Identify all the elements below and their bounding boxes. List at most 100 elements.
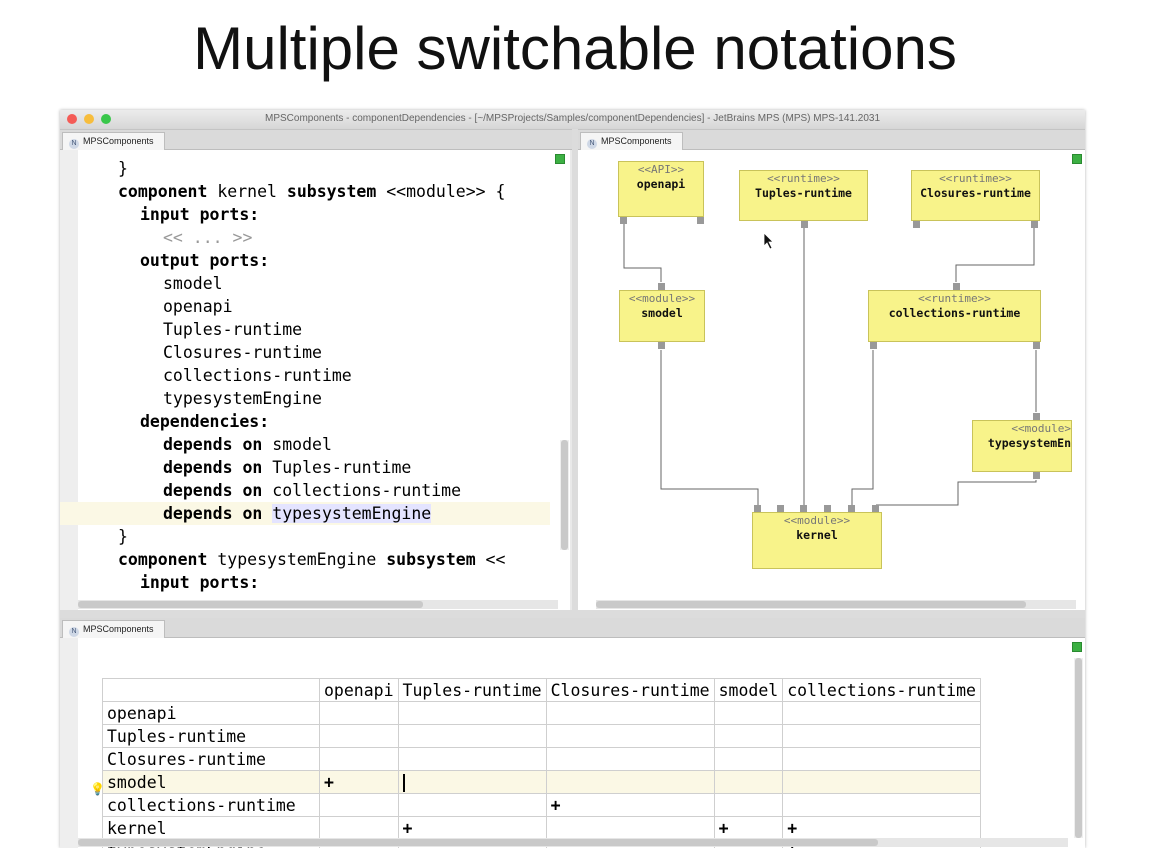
diagram-node-collections-runtime[interactable]: <<runtime>> collections-runtime bbox=[868, 290, 1041, 342]
matrix-cell[interactable] bbox=[319, 701, 399, 725]
editor-scrollbar-horizontal[interactable] bbox=[78, 600, 558, 609]
matrix-cell[interactable] bbox=[319, 816, 399, 840]
port[interactable] bbox=[658, 283, 665, 290]
diagram-node-typesystemengine[interactable]: <<module> typesystemEn bbox=[972, 420, 1072, 472]
matrix-header-row: openapi Tuples-runtime Closures-runtime … bbox=[102, 678, 981, 702]
port[interactable] bbox=[848, 505, 855, 512]
edge-smodel-kernel bbox=[660, 350, 759, 505]
port[interactable] bbox=[1033, 342, 1040, 349]
close-window-button[interactable] bbox=[67, 114, 77, 124]
matrix-col-header[interactable]: Closures-runtime bbox=[545, 678, 715, 702]
matrix-col-header[interactable]: collections-runtime bbox=[782, 678, 981, 702]
port[interactable] bbox=[1033, 472, 1040, 479]
port[interactable] bbox=[1031, 221, 1038, 228]
matrix-cell[interactable]: + bbox=[713, 816, 784, 840]
port[interactable] bbox=[913, 221, 920, 228]
status-ok-icon bbox=[1072, 154, 1082, 164]
diagram-node-tuples-runtime[interactable]: <<runtime>> Tuples-runtime bbox=[739, 170, 868, 221]
code-line: dependencies: bbox=[140, 412, 270, 431]
matrix-cell[interactable] bbox=[545, 816, 715, 840]
lightbulb-icon[interactable]: 💡 bbox=[90, 782, 105, 796]
diagram-scrollbar-horizontal[interactable] bbox=[596, 600, 1076, 609]
table-scrollbar-horizontal[interactable] bbox=[78, 838, 1068, 847]
code-line: } bbox=[118, 159, 128, 178]
matrix-cell[interactable] bbox=[713, 770, 784, 794]
zoom-window-button[interactable] bbox=[101, 114, 111, 124]
port[interactable] bbox=[697, 217, 704, 224]
diagram-node-openapi[interactable]: <<API>> openapi bbox=[618, 161, 704, 217]
port[interactable] bbox=[953, 283, 960, 290]
minimize-window-button[interactable] bbox=[84, 114, 94, 124]
matrix-cell[interactable] bbox=[397, 724, 547, 748]
matrix-cell[interactable] bbox=[782, 793, 981, 817]
matrix-cell[interactable] bbox=[397, 701, 547, 725]
code-line: collections-runtime bbox=[163, 366, 352, 385]
model-icon: N bbox=[587, 139, 597, 149]
matrix-cell[interactable]: + bbox=[397, 816, 547, 840]
code-line: << ... >> bbox=[163, 228, 253, 247]
port[interactable] bbox=[1033, 413, 1040, 420]
matrix-row-header[interactable]: kernel bbox=[102, 816, 320, 840]
matrix-cell[interactable] bbox=[713, 747, 784, 771]
model-icon: N bbox=[69, 627, 79, 637]
matrix-row-header[interactable]: Tuples-runtime bbox=[102, 724, 320, 748]
code-line: input ports: bbox=[140, 205, 260, 224]
port[interactable] bbox=[620, 217, 627, 224]
mouse-cursor-icon bbox=[763, 232, 774, 250]
matrix-col-header[interactable]: smodel bbox=[713, 678, 784, 702]
port[interactable] bbox=[824, 505, 831, 512]
code-line: } bbox=[118, 527, 128, 546]
matrix-cell[interactable] bbox=[397, 747, 547, 771]
matrix-cell[interactable] bbox=[397, 793, 547, 817]
table-editor-pane[interactable]: 💡 openapi Tuples-runtime Closures-runtim… bbox=[60, 638, 1085, 848]
port[interactable] bbox=[801, 221, 808, 228]
matrix-cell[interactable] bbox=[713, 724, 784, 748]
matrix-cell[interactable] bbox=[713, 701, 784, 725]
diagram-node-closures-runtime[interactable]: <<runtime>> Closures-runtime bbox=[911, 170, 1040, 221]
matrix-cell[interactable] bbox=[782, 747, 981, 771]
diagram-node-kernel[interactable]: <<module>> kernel bbox=[752, 512, 882, 569]
matrix-cell-selected[interactable] bbox=[397, 770, 547, 794]
matrix-cell[interactable] bbox=[545, 770, 715, 794]
matrix-cell[interactable] bbox=[545, 747, 715, 771]
diagram-node-smodel[interactable]: <<module>> smodel bbox=[619, 290, 705, 342]
matrix-cell[interactable] bbox=[713, 793, 784, 817]
matrix-cell[interactable] bbox=[782, 770, 981, 794]
port[interactable] bbox=[872, 505, 879, 512]
diagram-pane[interactable]: <<API>> openapi <<runtime>> Tuples-runti… bbox=[578, 150, 1085, 610]
table-scrollbar-vertical[interactable] bbox=[1074, 658, 1083, 838]
horizontal-splitter[interactable] bbox=[60, 610, 1085, 618]
port[interactable] bbox=[658, 342, 665, 349]
code-line: depends on collections-runtime bbox=[163, 481, 462, 500]
code-line-current[interactable]: depends on typesystemEngine bbox=[163, 504, 432, 523]
port[interactable] bbox=[870, 342, 877, 349]
matrix-cell[interactable] bbox=[782, 724, 981, 748]
matrix-cell[interactable] bbox=[545, 724, 715, 748]
table-gutter bbox=[60, 638, 78, 848]
matrix-cell[interactable]: + bbox=[545, 793, 715, 817]
matrix-cell[interactable]: + bbox=[782, 816, 981, 840]
port[interactable] bbox=[800, 505, 807, 512]
status-ok-icon bbox=[1072, 642, 1082, 652]
matrix-row-header[interactable]: Closures-runtime bbox=[102, 747, 320, 771]
edge-typesystem-kernel bbox=[876, 480, 1037, 506]
matrix-row-header[interactable]: openapi bbox=[102, 701, 320, 725]
matrix-row-header[interactable]: collections-runtime bbox=[102, 793, 320, 817]
matrix-cell[interactable] bbox=[782, 701, 981, 725]
vertical-splitter[interactable] bbox=[572, 129, 578, 610]
port[interactable] bbox=[754, 505, 761, 512]
matrix-row-header[interactable]: smodel bbox=[102, 770, 320, 794]
port[interactable] bbox=[777, 505, 784, 512]
text-editor-pane[interactable]: } component kernel subsystem <<module>> … bbox=[60, 150, 570, 610]
matrix-cell[interactable] bbox=[545, 701, 715, 725]
matrix-cell[interactable]: + bbox=[319, 770, 399, 794]
matrix-cell[interactable] bbox=[319, 793, 399, 817]
matrix-col-header[interactable]: Tuples-runtime bbox=[397, 678, 547, 702]
editor-scrollbar-vertical[interactable] bbox=[560, 440, 569, 550]
matrix-col-header[interactable]: openapi bbox=[319, 678, 399, 702]
matrix-cell[interactable] bbox=[319, 724, 399, 748]
matrix-cell[interactable] bbox=[319, 747, 399, 771]
